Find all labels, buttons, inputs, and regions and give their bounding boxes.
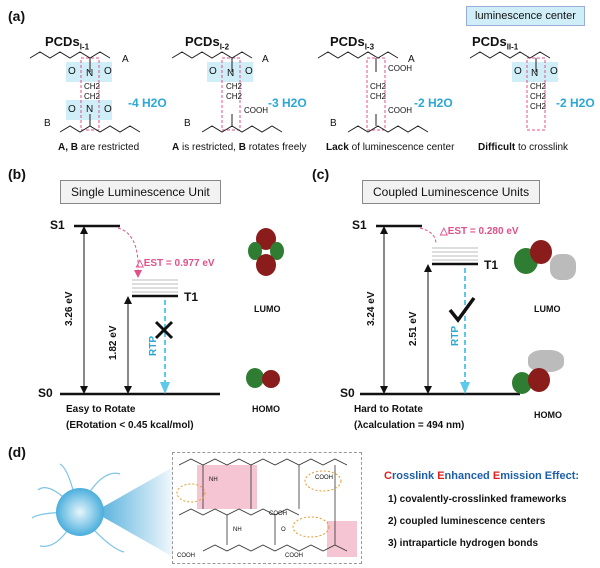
note1-b: Easy to Rotate bbox=[66, 404, 136, 415]
panel-b-title: Single Luminescence Unit bbox=[60, 180, 221, 204]
atom-label-cooh-2: COOH bbox=[244, 106, 268, 115]
cee-item-3: 3) intraparticle hydrogen bonds bbox=[388, 538, 539, 549]
caption-2: A is restricted, B rotates freely bbox=[172, 142, 307, 153]
panel-d-label: (d) bbox=[8, 444, 26, 460]
atom-label-cooh-3b: COOH bbox=[388, 106, 412, 115]
water-loss-3: -2 H2O bbox=[414, 96, 453, 110]
note2-b: (ERotation < 0.45 kcal/mol) bbox=[66, 420, 194, 431]
molecule-title-3: PCDsI-3 bbox=[330, 34, 375, 52]
delta-est-c: △EST = 0.280 eV bbox=[440, 226, 519, 237]
atom-label-o-1d: O bbox=[104, 104, 112, 115]
rtp-label-c: RTP bbox=[450, 326, 461, 346]
delta-est-b: △EST = 0.977 eV bbox=[136, 258, 215, 269]
note1-c: Hard to Rotate bbox=[354, 404, 423, 415]
carbon-dot-particle bbox=[31, 463, 175, 558]
network-zoom-box: COOH COOH COOH COOH NH NH O bbox=[172, 452, 362, 564]
net-label-cooh-2: COOH bbox=[177, 553, 195, 559]
atom-label-o-1b: O bbox=[104, 66, 112, 77]
net-label-cooh-4: COOH bbox=[315, 475, 333, 481]
t1-label-c: T1 bbox=[484, 258, 499, 272]
atom-label-a-2: A bbox=[262, 54, 269, 65]
atom-label-ch2-4a: CH2 bbox=[530, 82, 547, 91]
atom-label-o-4b: O bbox=[550, 66, 558, 77]
panel-c-title: Coupled Luminescence Units bbox=[362, 180, 541, 204]
homo-orbital-b bbox=[236, 364, 292, 394]
atom-label-ch2-4c: CH2 bbox=[530, 102, 547, 111]
atom-label-ch2-3b: CH2 bbox=[370, 92, 387, 101]
lumo-label-b: LUMO bbox=[254, 304, 281, 314]
atom-label-b-3: B bbox=[330, 118, 337, 129]
lumo-orbital-c bbox=[510, 236, 580, 292]
cee-title: Crosslink Enhanced Emission Effect: bbox=[384, 470, 580, 482]
cee-item-2: 2) coupled luminescence centers bbox=[388, 516, 546, 527]
panel-c-energy-diagram bbox=[360, 224, 520, 396]
atom-label-ch2-1a: CH2 bbox=[84, 82, 101, 91]
atom-label-ch2-1b: CH2 bbox=[84, 92, 101, 101]
panel-a-label: (a) bbox=[8, 8, 26, 24]
panel-c-label: (c) bbox=[312, 166, 330, 182]
panel-b-energy-diagram bbox=[60, 224, 220, 396]
water-loss-4: -2 H2O bbox=[556, 96, 595, 110]
molecule-title-4: PCDsII-1 bbox=[472, 34, 519, 52]
atom-label-ch2-4b: CH2 bbox=[530, 92, 547, 101]
gap-t1-s0-b: 1.82 eV bbox=[108, 325, 119, 360]
lumo-orbital-b bbox=[244, 226, 288, 278]
water-loss-2: -3 H2O bbox=[268, 96, 307, 110]
homo-orbital-c bbox=[508, 348, 578, 400]
homo-label-c: HOMO bbox=[534, 410, 562, 420]
net-label-nh-1: NH bbox=[209, 477, 218, 483]
net-label-nh-2: NH bbox=[233, 527, 242, 533]
atom-label-o-2b: O bbox=[245, 66, 253, 77]
s0-label-b: S0 bbox=[38, 386, 53, 400]
gap-s1-s0-b: 3.26 eV bbox=[64, 291, 75, 326]
rtp-label-b: RTP bbox=[148, 336, 159, 356]
homo-label-b: HOMO bbox=[252, 404, 280, 414]
crosslink-network bbox=[176, 458, 357, 557]
atom-label-n-4: N bbox=[531, 68, 539, 79]
s0-label-c: S0 bbox=[340, 386, 355, 400]
luminescence-center-badge: luminescence center bbox=[466, 6, 585, 26]
caption-4: Difficult to crosslink bbox=[478, 142, 569, 153]
molecule-title-1: PCDsI-1 bbox=[45, 34, 90, 52]
s1-label-c: S1 bbox=[352, 218, 367, 232]
net-label-cooh-1: COOH bbox=[269, 511, 287, 517]
atom-label-b-1: B bbox=[44, 118, 51, 129]
t1-label-b: T1 bbox=[184, 290, 199, 304]
atom-label-o-2a: O bbox=[209, 66, 217, 77]
atom-label-ch2-3a: CH2 bbox=[370, 82, 387, 91]
cee-item-1: 1) covalently-crosslinked frameworks bbox=[388, 494, 567, 505]
s1-label-b: S1 bbox=[50, 218, 65, 232]
net-label-cooh-3: COOH bbox=[285, 553, 303, 559]
caption-1: A, B are restricted bbox=[58, 142, 140, 153]
note2-c: (λcalculation = 494 nm) bbox=[354, 420, 465, 431]
gap-t1-s0-c: 2.51 eV bbox=[408, 311, 419, 346]
water-loss-1: -4 H2O bbox=[128, 96, 167, 110]
atom-label-n-1a: N bbox=[86, 68, 94, 79]
atom-label-b-2: B bbox=[184, 118, 191, 129]
atom-label-ch2-2b: CH2 bbox=[226, 92, 243, 101]
panel-b-label: (b) bbox=[8, 166, 26, 182]
atom-label-n-1b: N bbox=[86, 104, 94, 115]
atom-label-cooh-3a: COOH bbox=[388, 64, 412, 73]
atom-label-o-1a: O bbox=[68, 66, 76, 77]
atom-label-o-4a: O bbox=[514, 66, 522, 77]
atom-label-a-3: A bbox=[408, 54, 415, 65]
molecule-structures bbox=[29, 51, 558, 133]
caption-3: Lack of luminescence center bbox=[326, 142, 455, 153]
gap-s1-s0-c: 3.24 eV bbox=[366, 291, 377, 326]
atom-label-a-1: A bbox=[122, 54, 129, 65]
atom-label-o-1c: O bbox=[68, 104, 76, 115]
lumo-label-c: LUMO bbox=[534, 304, 561, 314]
atom-label-n-2: N bbox=[227, 68, 235, 79]
net-label-o-1: O bbox=[281, 527, 286, 533]
molecule-title-2: PCDsI-2 bbox=[185, 34, 230, 52]
atom-label-ch2-2a: CH2 bbox=[226, 82, 243, 91]
